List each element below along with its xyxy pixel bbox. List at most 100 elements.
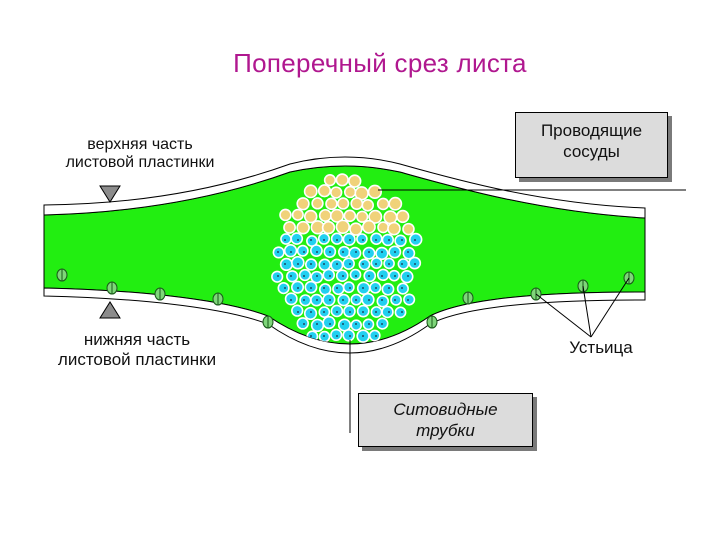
phloem-cell-nucleus [310, 263, 312, 265]
phloem-cell [370, 330, 380, 340]
phloem-cell-nucleus [349, 311, 351, 313]
xylem-cell [338, 198, 349, 209]
phloem-cell-nucleus [388, 287, 390, 289]
phloem-cell-nucleus [290, 251, 292, 253]
phloem-cell [291, 233, 302, 244]
xylem-cell [357, 211, 368, 222]
phloem-cell-nucleus [277, 251, 279, 253]
phloem-cell-nucleus [401, 311, 403, 313]
xylem-cell [351, 198, 362, 209]
xylem-cell [326, 198, 337, 209]
phloem-cell [339, 247, 350, 258]
phloem-cell [343, 234, 355, 246]
phloem-cell-nucleus [349, 335, 351, 337]
xylem-cell [363, 221, 375, 233]
phloem-cell [285, 245, 297, 257]
phloem-cell-nucleus [375, 335, 377, 337]
phloem-cell [343, 258, 354, 269]
phloem-cell-nucleus [323, 335, 325, 337]
phloem-cell-nucleus [284, 263, 286, 265]
triangle-down-icon [100, 186, 120, 202]
phloem-cell-nucleus [277, 275, 279, 277]
xylem-cell [378, 198, 389, 209]
phloem-cell [272, 271, 283, 282]
phloem-cell-nucleus [381, 299, 383, 301]
phloem-cell [371, 258, 381, 268]
xylem-cell [345, 187, 356, 198]
phloem-cell [281, 259, 293, 271]
phloem-cell-nucleus [342, 251, 344, 253]
phloem-cell [357, 234, 367, 244]
phloem-cell [286, 293, 297, 304]
xylem-cell [319, 185, 331, 197]
xylem-cell [284, 222, 295, 233]
phloem-cell-nucleus [381, 251, 383, 253]
phloem-cell [331, 330, 342, 341]
phloem-cell-nucleus [342, 275, 344, 277]
phloem-cell-nucleus [323, 239, 325, 241]
phloem-cell [292, 257, 304, 269]
phloem-cell-nucleus [394, 251, 396, 253]
phloem-cell [363, 248, 374, 259]
phloem-cell-nucleus [297, 263, 299, 265]
phloem-cell-nucleus [388, 263, 390, 265]
phloem-cell-nucleus [375, 287, 377, 289]
xylem-cell [388, 223, 400, 235]
xylem-cell [384, 211, 396, 223]
phloem-cell-nucleus [414, 263, 416, 265]
phloem-cell [333, 283, 344, 294]
phloem-cell-nucleus [349, 287, 351, 289]
phloem-cell-nucleus [355, 275, 357, 277]
phloem-cell-nucleus [362, 239, 364, 241]
phloem-cell-nucleus [310, 335, 312, 337]
phloem-cell [300, 295, 311, 306]
phloem-cell-nucleus [362, 287, 364, 289]
phloem-cell [395, 307, 405, 317]
phloem-cell-nucleus [368, 323, 370, 325]
xylem-cell [369, 185, 382, 198]
phloem-cell [323, 270, 334, 281]
phloem-cell [323, 294, 335, 306]
phloem-cell-nucleus [401, 239, 403, 241]
phloem-cell-nucleus [297, 311, 299, 313]
phloem-cell [391, 295, 401, 305]
xylem-cell [350, 223, 362, 235]
phloem-cell-nucleus [316, 251, 318, 253]
xylem-cell [344, 210, 355, 221]
phloem-cell-nucleus [362, 263, 364, 265]
phloem-cell-nucleus [368, 275, 370, 277]
phloem-cell [344, 282, 354, 292]
phloem-cell-nucleus [355, 251, 357, 253]
phloem-cell [351, 320, 361, 330]
phloem-cell [331, 305, 342, 316]
triangle-up-icon [100, 302, 120, 318]
phloem-cell [409, 257, 420, 268]
phloem-cell [359, 259, 369, 269]
phloem-cell [349, 248, 360, 259]
phloem-cell-nucleus [329, 275, 331, 277]
phloem-cell-nucleus [401, 263, 403, 265]
phloem-cell-nucleus [336, 335, 338, 337]
phloem-cell-nucleus [290, 299, 292, 301]
phloem-cell [300, 270, 311, 281]
xylem-cell [336, 220, 349, 233]
phloem-cell-nucleus [323, 311, 325, 313]
phloem-cell [350, 270, 360, 280]
phloem-cell-nucleus [336, 311, 338, 313]
phloem-cell-nucleus [342, 299, 344, 301]
xylem-cell [323, 222, 335, 234]
phloem-cell-nucleus [355, 299, 357, 301]
phloem-cell [312, 320, 324, 332]
xylem-cell [331, 187, 342, 198]
phloem-cell-nucleus [368, 251, 370, 253]
phloem-cell-nucleus [297, 239, 299, 241]
xylem-cell [397, 211, 409, 223]
xylem-cell [336, 174, 348, 186]
phloem-cell-nucleus [329, 323, 331, 325]
phloem-cell [311, 245, 322, 256]
phloem-cell [362, 294, 374, 306]
phloem-cell-nucleus [401, 287, 403, 289]
phloem-cell-nucleus [388, 239, 390, 241]
phloem-cell-nucleus [362, 335, 364, 337]
